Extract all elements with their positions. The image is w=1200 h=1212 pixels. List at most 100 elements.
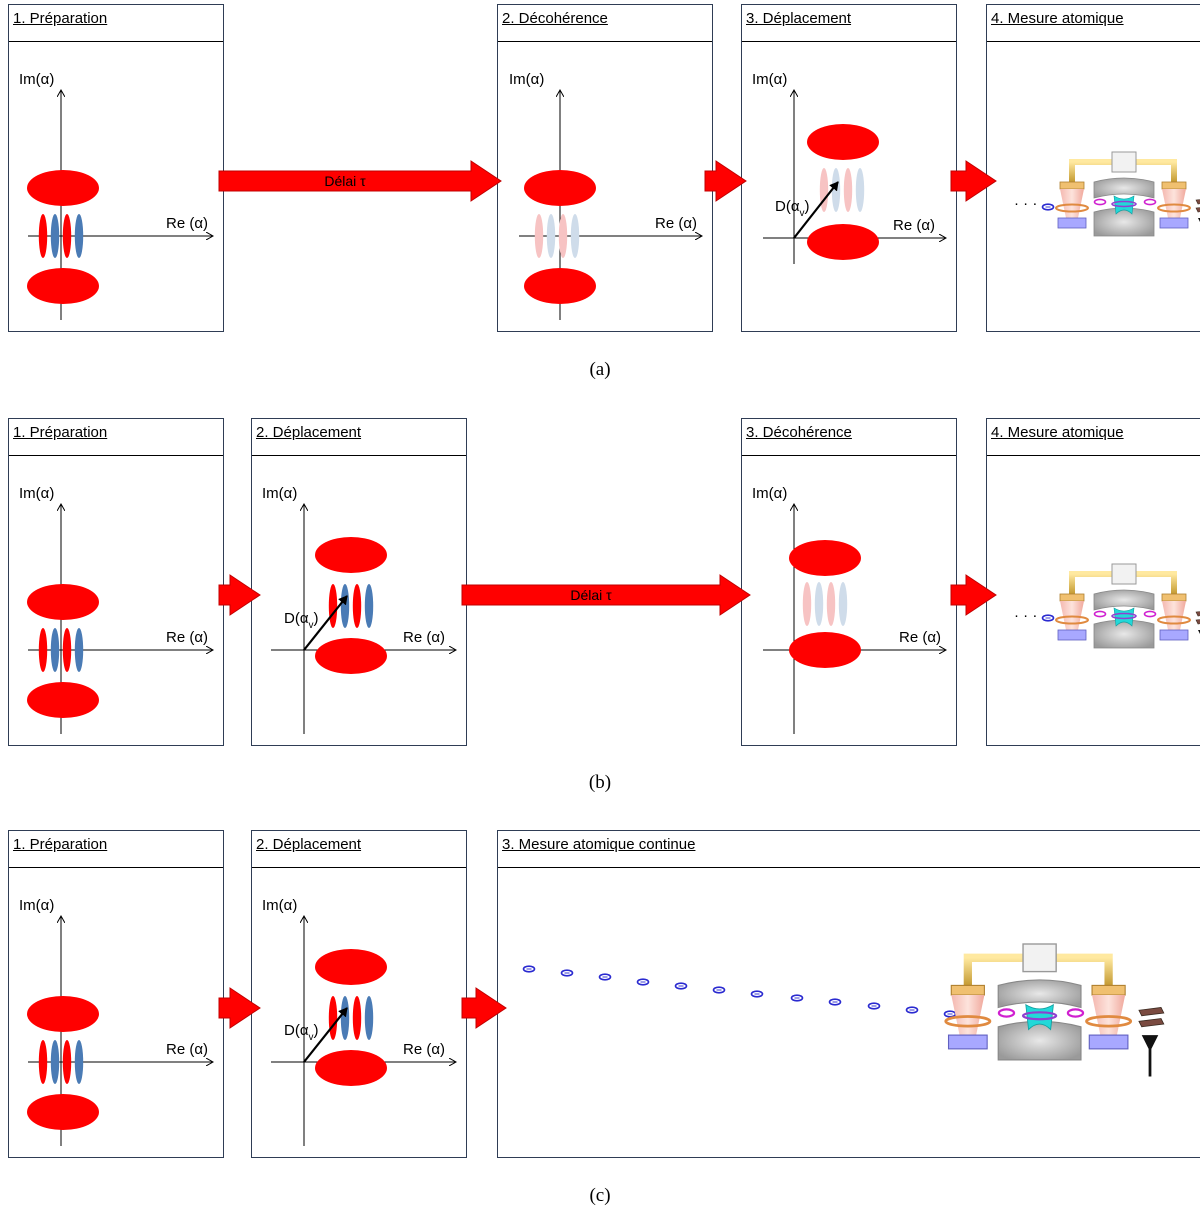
row-b-panel-4: 4. Mesure atomique: [986, 418, 1200, 746]
interference-fringe: [838, 582, 848, 626]
row-b-panel-2: 2. Déplacement: [251, 418, 467, 746]
im-axis-label: Im(α): [509, 71, 544, 88]
cavity-mode: [1025, 1003, 1054, 1031]
microwave-source-box: [1022, 943, 1057, 973]
ramsey-zone-ring: [1055, 615, 1089, 625]
panel-title: 1. Préparation: [13, 836, 108, 853]
step-arrow: [461, 987, 507, 1029]
title-divider: [742, 455, 956, 456]
step-arrow: [218, 574, 261, 616]
im-axis-label: Im(α): [752, 71, 787, 88]
interference-fringe: [570, 214, 580, 258]
ramsey-zone-top: [1161, 593, 1187, 602]
coherent-state-blob: [27, 682, 99, 718]
coherent-state-blob: [315, 1050, 387, 1086]
atomic-apparatus-icon: [1055, 151, 1200, 237]
ramsey-zone-ring: [1157, 615, 1191, 625]
step-arrow: [950, 574, 997, 616]
im-axis-label: Im(α): [19, 485, 54, 502]
interference-fringe: [814, 582, 824, 626]
cavity-mirror-bottom: [1093, 207, 1155, 237]
delay-label: Délai τ: [324, 173, 366, 189]
interference-fringe: [534, 214, 544, 258]
interference-fringe: [62, 628, 72, 672]
interference-fringe: [340, 584, 350, 628]
title-divider: [252, 455, 466, 456]
panel-title: 1. Préparation: [13, 10, 108, 27]
cavity-atom-ring: [1111, 200, 1137, 208]
re-axis-label: Re (α): [403, 1041, 445, 1058]
panel-title: 2. Déplacement: [256, 424, 362, 441]
atom-icon: [1143, 198, 1157, 206]
displacement-label: D(αv): [775, 198, 810, 219]
displacement-arrow: [303, 1007, 348, 1063]
re-axis-label: Re (α): [166, 1041, 208, 1058]
step-arrow: [218, 987, 261, 1029]
interference-fringe: [74, 1040, 84, 1084]
delay-arrow: [218, 160, 502, 202]
title-divider: [987, 455, 1200, 456]
atom-icon: [997, 1008, 1016, 1018]
row-c-panel-2: 2. Déplacement: [251, 830, 467, 1158]
ramsey-zone-top: [1059, 181, 1085, 190]
cavity-mirror-top: [1093, 177, 1155, 199]
cavity-mode: [1113, 607, 1135, 627]
atom-icon: [1066, 1008, 1085, 1018]
atom-icon: [1093, 610, 1107, 618]
re-axis-label: Re (α): [899, 629, 941, 646]
cavity-mirror-bottom: [997, 1020, 1082, 1061]
detector-plate: [1195, 611, 1200, 617]
coherent-state-blob: [315, 949, 387, 985]
interference-fringe: [50, 628, 60, 672]
cavity-mode: [1113, 195, 1135, 215]
interference-fringe: [558, 214, 568, 258]
interference-fringe: [74, 214, 84, 258]
ramsey-zone-ring: [1055, 203, 1089, 213]
coherent-state-blob: [27, 170, 99, 206]
interference-fringe: [802, 582, 812, 626]
panel-title: 3. Décohérence: [746, 424, 852, 441]
panel-title: 4. Mesure atomique: [991, 424, 1124, 441]
microwave-source-box: [1111, 151, 1137, 173]
re-axis-label: Re (α): [166, 629, 208, 646]
panel-title: 2. Décohérence: [502, 10, 608, 27]
atom-icon: [1093, 198, 1107, 206]
panel-title: 4. Mesure atomique: [991, 10, 1124, 27]
detector-plate: [1138, 1007, 1165, 1017]
ramsey-zone-base: [947, 1034, 988, 1050]
interference-fringe: [50, 214, 60, 258]
cavity-mirror-top: [1093, 589, 1155, 611]
atom-icon: [1143, 610, 1157, 618]
row-a: Im(α)Re (α)Im(α)Re (α)Im(α)Re (α)D(αv)· …: [19, 71, 1200, 320]
title-divider: [9, 455, 223, 456]
im-axis-label: Im(α): [262, 485, 297, 502]
interference-fringe: [328, 584, 338, 628]
ramsey-zone-cone: [1092, 995, 1126, 1036]
ramsey-zone-base: [1088, 1034, 1129, 1050]
cavity-mirror-bottom: [1093, 619, 1155, 649]
interference-fringe: [38, 214, 48, 258]
interference-fringe: [546, 214, 556, 258]
displacement-label: D(αv): [284, 1022, 319, 1043]
interference-fringe: [352, 584, 362, 628]
row-a-panel-4: 4. Mesure atomique: [986, 4, 1200, 332]
re-axis-label: Re (α): [655, 215, 697, 232]
displacement-label: D(αv): [284, 610, 319, 631]
detector-plate: [1195, 199, 1200, 205]
detector-icon: [1141, 1035, 1159, 1077]
interference-fringe: [843, 168, 853, 212]
row-c-panel-3: 3. Mesure atomique continue: [497, 830, 1200, 1158]
title-divider: [987, 41, 1200, 42]
ramsey-zone-ring: [944, 1015, 992, 1028]
interference-fringe: [826, 582, 836, 626]
detector-plate: [1195, 619, 1200, 625]
coherent-state-blob: [315, 537, 387, 573]
panel-title: 3. Déplacement: [746, 10, 852, 27]
title-divider: [9, 867, 223, 868]
coherent-state-blob: [789, 632, 861, 668]
atomic-apparatus-icon: [944, 943, 1165, 1077]
coherent-state-blob: [789, 540, 861, 576]
row-a-caption: (a): [589, 359, 611, 380]
cavity-atom-ring: [1111, 612, 1137, 620]
